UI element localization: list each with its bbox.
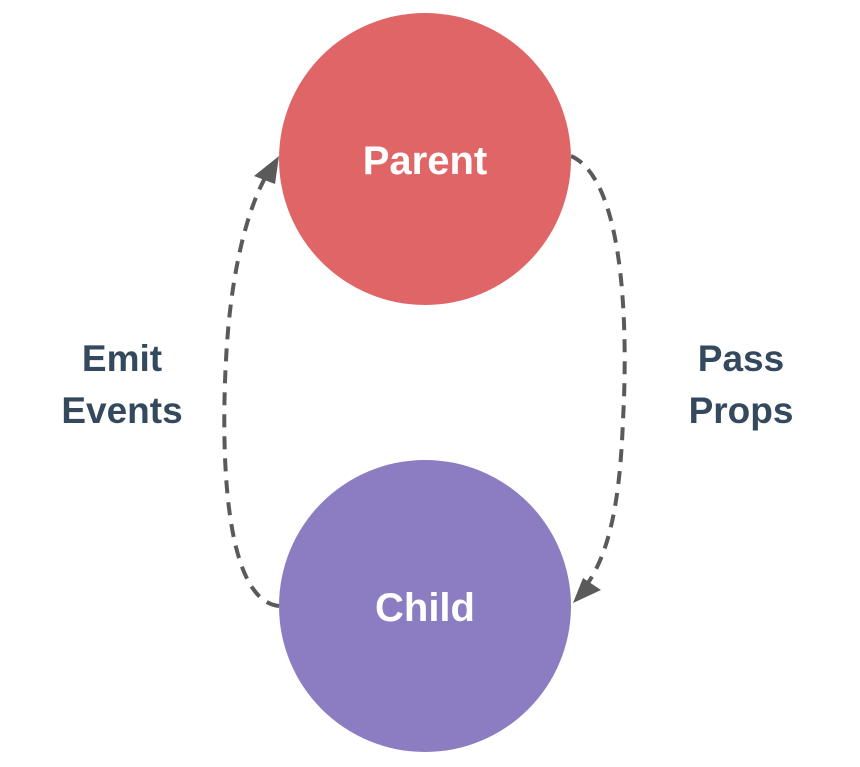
parent-circle: [279, 13, 571, 305]
emit-events-label-line-2: Events: [61, 390, 182, 431]
child-circle: [279, 460, 571, 752]
emit-events-dashed-path: [222, 177, 280, 608]
pass-props-label: Pass Props: [689, 338, 794, 431]
emit-events-arrowhead-icon: [254, 156, 279, 184]
pass-props-label-line-2: Props: [689, 390, 794, 431]
parent-label: Parent: [363, 139, 488, 183]
pass-props-label-line-1: Pass: [698, 338, 784, 379]
pass-props-dashed-path: [570, 154, 627, 585]
edge-emit-events: [222, 156, 280, 608]
parent-node: Parent: [279, 13, 571, 305]
emit-events-label: Emit Events: [61, 338, 182, 431]
pass-props-arrowhead-icon: [573, 578, 601, 603]
child-label: Child: [375, 586, 475, 630]
child-node: Child: [279, 460, 571, 752]
edge-pass-props: [570, 154, 627, 603]
emit-events-label-line-1: Emit: [82, 338, 162, 379]
